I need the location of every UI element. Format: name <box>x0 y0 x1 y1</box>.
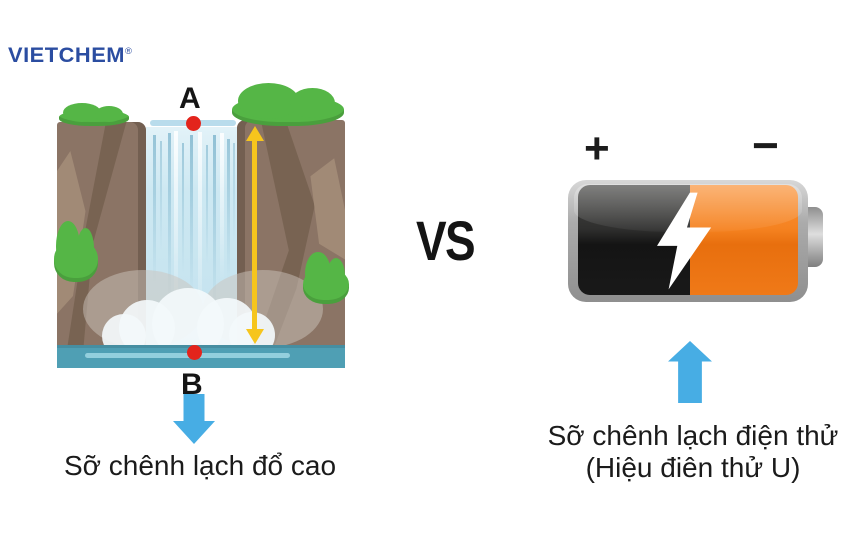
bush <box>54 221 98 282</box>
logo-text: VIETCHEM <box>8 44 126 67</box>
point-a-label: A <box>179 82 201 115</box>
battery-caption-line2: (Hiệu điên thử U) <box>585 452 801 483</box>
positive-terminal-label: + <box>584 124 610 173</box>
point-b-dot <box>187 345 202 360</box>
vietchem-logo: VIETCHEM® <box>8 44 132 68</box>
vs-label: VS <box>416 209 476 272</box>
battery-body <box>578 185 798 295</box>
lightning-bolt-icon <box>657 192 712 290</box>
negative-terminal-label: − <box>752 119 779 171</box>
battery-illustration <box>568 180 808 302</box>
battery-terminal-nub <box>805 207 823 267</box>
down-arrow-icon <box>173 394 215 444</box>
up-arrow-icon <box>668 341 712 403</box>
height-measure-arrow-icon <box>246 126 264 344</box>
arrow-shaft <box>252 139 257 331</box>
arrow-head-down <box>246 329 264 344</box>
bush <box>59 102 129 126</box>
waterfall-illustration <box>54 82 349 368</box>
point-a-dot <box>186 116 201 131</box>
bush <box>303 251 349 304</box>
registered-mark: ® <box>125 46 133 56</box>
battery-orange-half <box>690 185 798 295</box>
point-b-label: B <box>181 368 203 401</box>
waterfall-caption: Sỡ chênh lạch đổ cao <box>63 450 337 481</box>
battery-caption: Sỡ chênh lạch điện thử (Hiệu điên thử U) <box>528 420 850 484</box>
bush <box>232 82 344 126</box>
battery-caption-line1: Sỡ chênh lạch điện thử <box>547 420 839 451</box>
